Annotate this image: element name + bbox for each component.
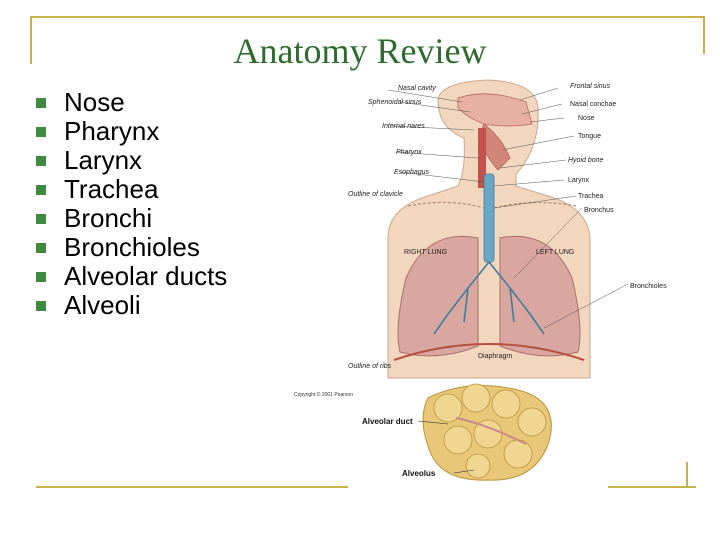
bullet-item: Trachea — [36, 174, 227, 204]
label-internal-nares: Internal nares — [382, 123, 425, 130]
bronchi-tree — [433, 261, 545, 335]
label-right-lung: RIGHT LUNG — [404, 249, 447, 256]
alveolus-bubble — [517, 407, 547, 437]
label-trachea: Trachea — [578, 193, 604, 200]
respiratory-system-illustration: Nasal cavity Sphenoidal sinus Internal n… — [294, 79, 667, 481]
bullet-item: Larynx — [36, 145, 227, 175]
alveolus-bubble — [465, 453, 491, 479]
bullet-list: Nose Pharynx Larynx Trachea Bronchi Bron… — [36, 87, 228, 320]
alveolus-bubble — [443, 425, 473, 455]
bullet-square-icon — [36, 126, 46, 137]
bullet-item: Bronchi — [36, 203, 227, 233]
bullet-text: Bronchioles — [64, 232, 200, 262]
pharynx-shape — [478, 128, 486, 188]
label-nasal-cavity: Nasal cavity — [398, 85, 436, 92]
bullet-text: Trachea — [64, 174, 159, 204]
frame-line-top — [30, 16, 705, 18]
label-hyoid-bone: Hyoid bone — [568, 157, 604, 164]
label-left-lung: LEFT LUNG — [536, 249, 574, 256]
frame-line-bottom-tick — [686, 462, 688, 487]
label-alveolar-duct: Alveolar duct — [362, 417, 413, 426]
alveolus-bubble — [461, 383, 491, 413]
frame-line-left — [30, 16, 32, 64]
label-nasal-conchae: Nasal conchae — [570, 101, 616, 108]
bullet-square-icon — [36, 213, 46, 224]
leader-alveolar-duct — [417, 420, 449, 425]
bullet-item: Nose — [36, 87, 227, 117]
bullet-square-icon — [36, 300, 46, 311]
bullet-text: Pharynx — [64, 116, 160, 146]
bullet-item: Pharynx — [36, 116, 227, 146]
label-alveolus: Alveolus — [402, 469, 436, 478]
label-frontal-sinus: Frontal sinus — [570, 83, 611, 90]
bullet-text: Larynx — [64, 145, 143, 175]
bullet-square-icon — [36, 97, 46, 108]
frame-line-bottom-left — [36, 486, 348, 488]
leader-alveolus — [453, 469, 475, 474]
label-bronchioles: Bronchioles — [630, 283, 667, 290]
frame-line-bottom-right — [608, 486, 696, 488]
label-pharynx: Pharynx — [396, 149, 422, 156]
bullet-text: Alveolar ducts — [64, 261, 228, 291]
alveolus-bubble — [491, 389, 521, 419]
bullet-square-icon — [36, 271, 46, 282]
bullet-square-icon — [36, 242, 46, 253]
label-diaphragm: Diaphragm — [478, 353, 512, 360]
bullet-item: Alveolar ducts — [36, 261, 228, 291]
right-lung-shape — [397, 235, 479, 357]
frame-line-right — [703, 16, 705, 54]
bullet-text: Alveoli — [64, 290, 141, 320]
bullet-square-icon — [36, 155, 46, 166]
bullet-text: Nose — [64, 87, 125, 117]
left-lung-shape — [499, 235, 581, 357]
label-bronchus: Bronchus — [584, 207, 614, 214]
label-sphenoidal-sinus: Sphenoidal sinus — [368, 99, 422, 106]
label-larynx: Larynx — [568, 177, 590, 184]
label-ribs: Outline of ribs — [348, 363, 392, 370]
nasal-cavity-shape — [457, 93, 533, 127]
label-tongue: Tongue — [578, 133, 601, 140]
diaphragm-line — [393, 343, 585, 361]
trachea-shape — [483, 173, 495, 263]
slide-title: Anatomy Review — [233, 31, 487, 71]
bullet-text: Bronchi — [64, 203, 153, 233]
alveoli-cluster — [422, 383, 552, 481]
alveolus-bubble — [473, 419, 503, 449]
alveolus-bubble — [433, 393, 463, 423]
label-nose: Nose — [578, 115, 594, 122]
alveolus-bubble — [503, 439, 533, 469]
bullet-square-icon — [36, 184, 46, 195]
leader-lines — [387, 87, 629, 329]
label-clavicle: Outline of clavicle — [348, 191, 403, 198]
capillary-line — [455, 417, 527, 445]
bullet-item: Alveoli — [36, 290, 227, 320]
clavicle-outline — [407, 201, 577, 209]
bullet-item: Bronchioles — [36, 232, 227, 262]
label-esophagus: Esophagus — [394, 169, 430, 176]
copyright-text: Copyright © 2001 Pearson — [294, 391, 353, 398]
